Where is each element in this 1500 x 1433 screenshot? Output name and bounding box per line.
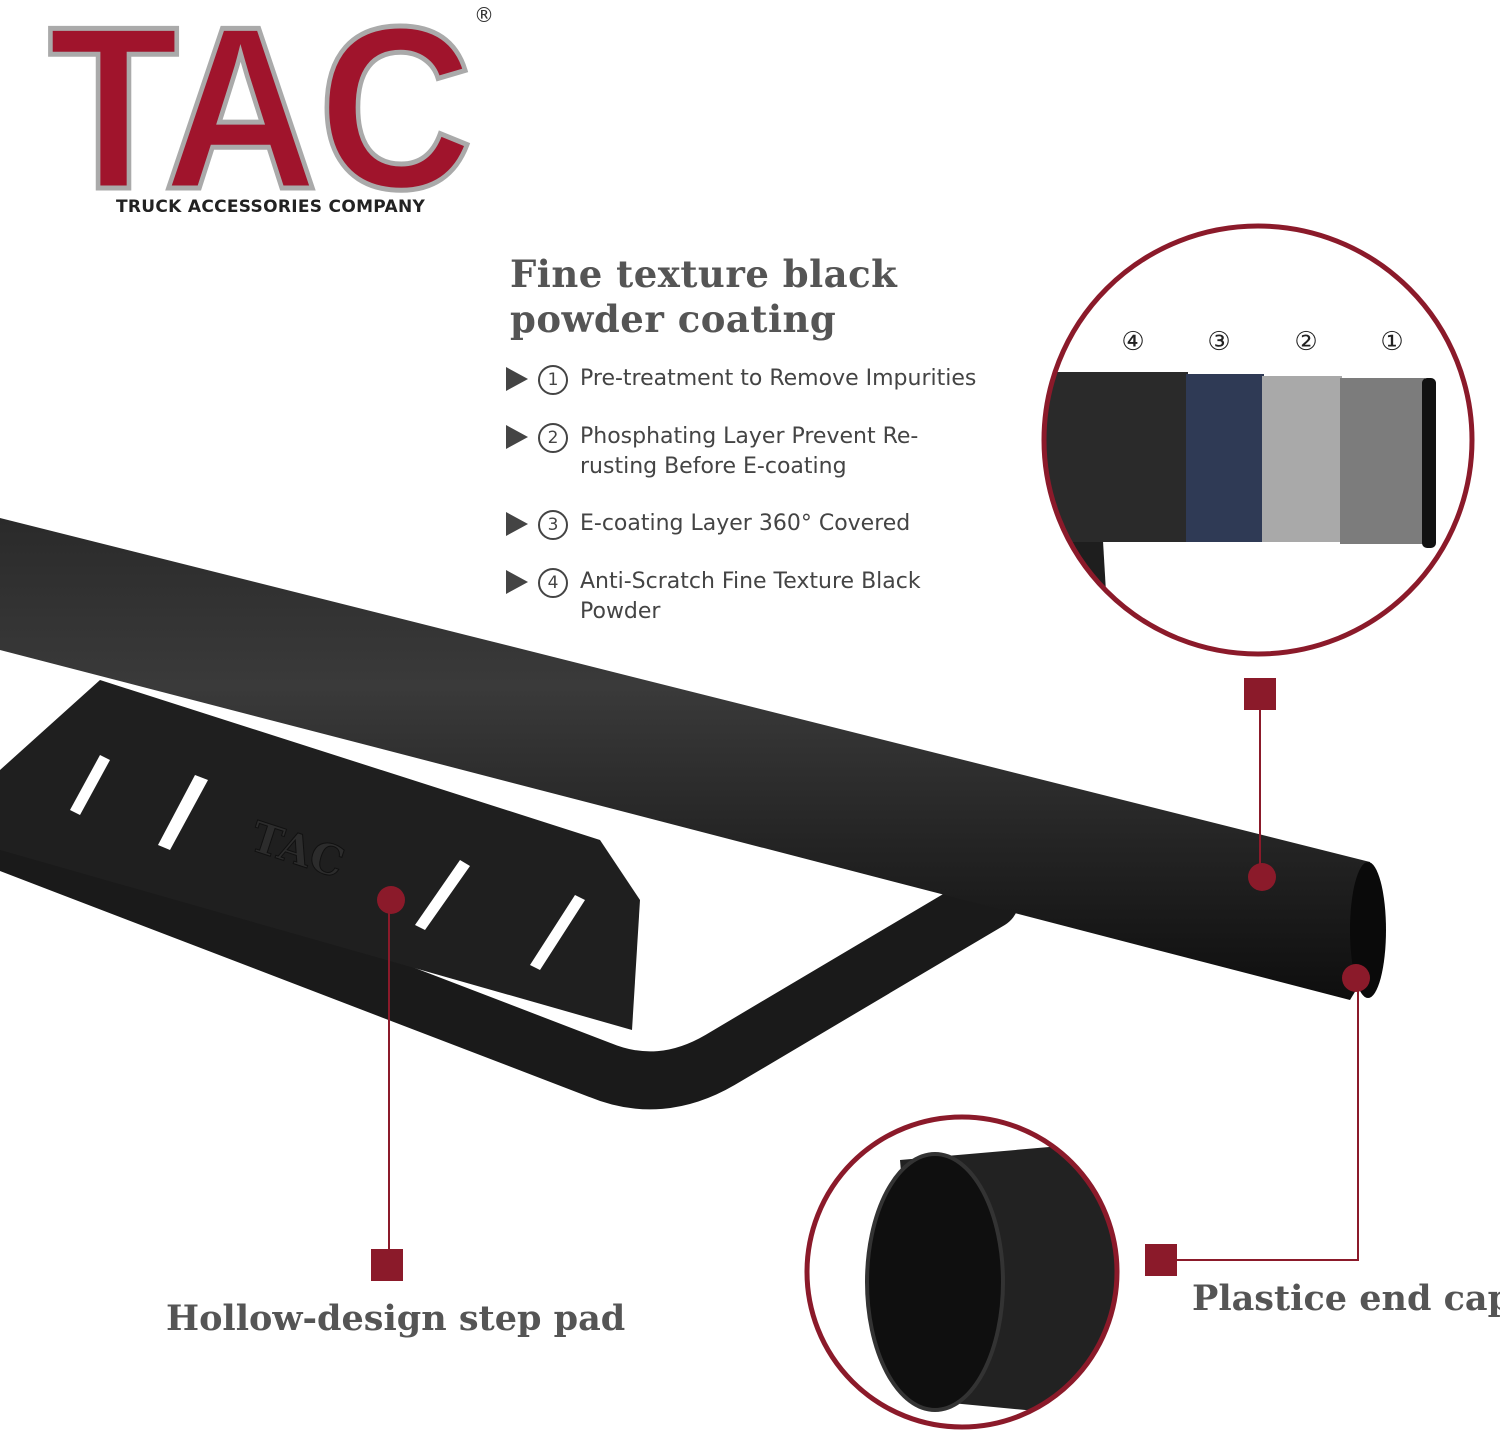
- step-pad-plate: [0, 680, 640, 1030]
- coating-heading: Fine texture black powder coating: [510, 252, 898, 341]
- callout-dot: [377, 886, 405, 914]
- tube-end-cap: [1350, 862, 1386, 998]
- coating-layers-detail: [1046, 228, 1470, 652]
- svg-text:TAC: TAC: [48, 0, 473, 238]
- svg-text:®: ®: [474, 3, 494, 27]
- layer-label: ①: [1380, 327, 1404, 357]
- coating-steps-list: 1 Pre-treatment to Remove Impurities 2 P…: [506, 364, 995, 654]
- step-pad-label: Hollow-design step pad: [166, 1298, 626, 1339]
- layer-label: ②: [1294, 327, 1318, 357]
- callout-marker: [1244, 678, 1276, 710]
- triangle-bullet-icon: [506, 367, 528, 391]
- callout-dot: [1342, 964, 1370, 992]
- list-item: 2 Phosphating Layer Prevent Re-rusting B…: [506, 422, 995, 482]
- triangle-bullet-icon: [506, 425, 528, 449]
- tac-logo: TAC ®: [46, 0, 495, 241]
- end-cap-detail: [809, 1119, 1115, 1425]
- triangle-bullet-icon: [506, 570, 528, 594]
- callout-marker: [1145, 1244, 1177, 1276]
- callout-dot: [1248, 863, 1276, 891]
- list-item: 3 E-coating Layer 360° Covered: [506, 509, 995, 540]
- step-pad-slots: [70, 755, 585, 970]
- main-tube: [0, 518, 1379, 1000]
- callout-marker: [371, 1249, 403, 1281]
- lower-bar: [0, 811, 1019, 1110]
- list-item: 4 Anti-Scratch Fine Texture Black Powder: [506, 567, 995, 627]
- end-cap-label: Plastice end cap: [1192, 1278, 1500, 1319]
- list-item: 1 Pre-treatment to Remove Impurities: [506, 364, 995, 395]
- triangle-bullet-icon: [506, 512, 528, 536]
- brand-tagline: TRUCK ACCESSORIES COMPANY: [116, 197, 426, 217]
- layer-label: ③: [1207, 327, 1231, 357]
- layer-label: ④: [1121, 327, 1145, 357]
